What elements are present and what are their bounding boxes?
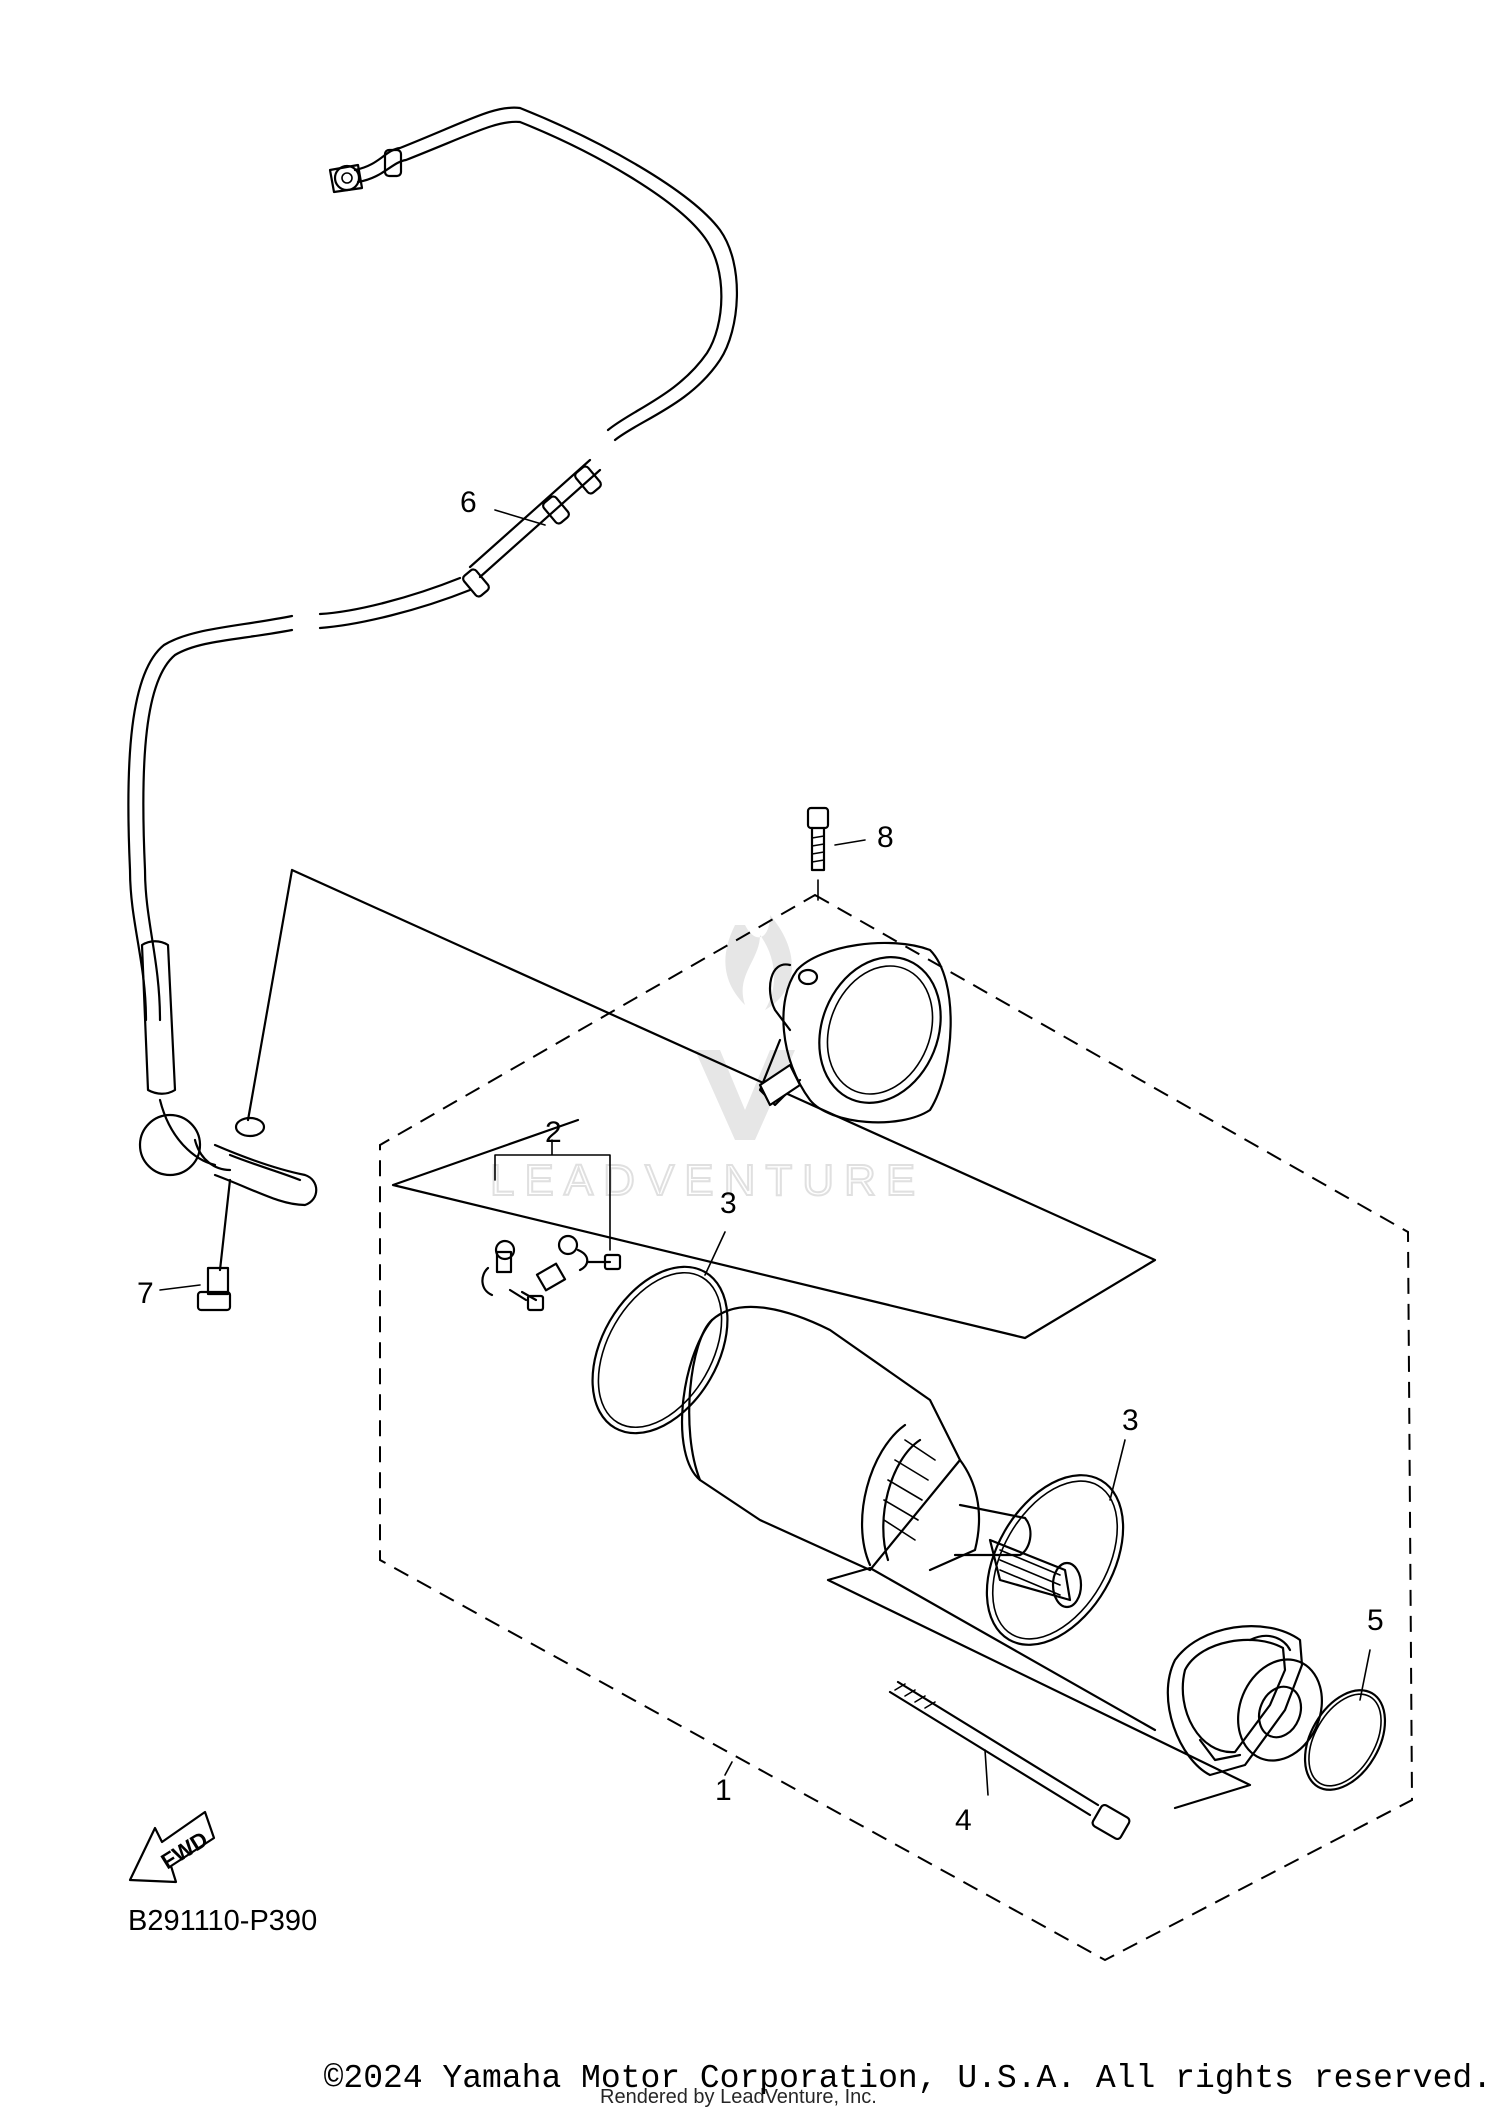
starter-assembly-boundary: [379, 893, 1414, 1962]
callout-8: 8: [877, 821, 894, 854]
starter-front-cover: [758, 941, 952, 1124]
o-ring-3-lower: [985, 1474, 1125, 1646]
fwd-label: FWD: [157, 1826, 213, 1874]
through-bolt-bracket: [826, 1566, 1252, 1810]
callout-leaders: [159, 509, 1371, 1796]
o-ring-3-upper: [591, 1265, 729, 1435]
callout-5: 5: [1367, 1604, 1384, 1637]
callout-1: 1: [715, 1774, 732, 1807]
diagram-code: B291110-P390: [128, 1905, 318, 1937]
brush-holder-bracket: [246, 868, 1157, 1340]
rendered-by-text: Rendered by LeadVenture, Inc.: [600, 2086, 877, 2108]
callout-7: 7: [137, 1277, 154, 1310]
copyright-notice: ©2024 Yamaha Motor Corporation, U.S.A. A…: [323, 2060, 1492, 2097]
fwd-arrow-icon: FWD: [128, 1810, 216, 1884]
bolt-7: [196, 1178, 232, 1312]
starter-yoke: [680, 1305, 1083, 1609]
callout-6: 6: [460, 486, 477, 519]
through-bolt-4: [888, 1680, 1131, 1841]
callout-4: 4: [955, 1804, 972, 1837]
callout-3-upper: 3: [720, 1187, 737, 1220]
o-ring-5: [1303, 1689, 1387, 1791]
starter-cable: [127, 106, 739, 1207]
leadventure-watermark: LEADVENTURE: [489, 915, 925, 1206]
callout-3-lower: 3: [1122, 1404, 1139, 1437]
starter-rear-cover: [1166, 1625, 1323, 1777]
brush-holder-set: [481, 1139, 622, 1312]
bolt-8: [806, 806, 830, 901]
watermark-text: LEADVENTURE: [490, 1156, 925, 1205]
callout-numbers: 1 2 3 3 4 5 6 7 8: [137, 486, 1384, 1837]
callout-2: 2: [545, 1116, 562, 1149]
